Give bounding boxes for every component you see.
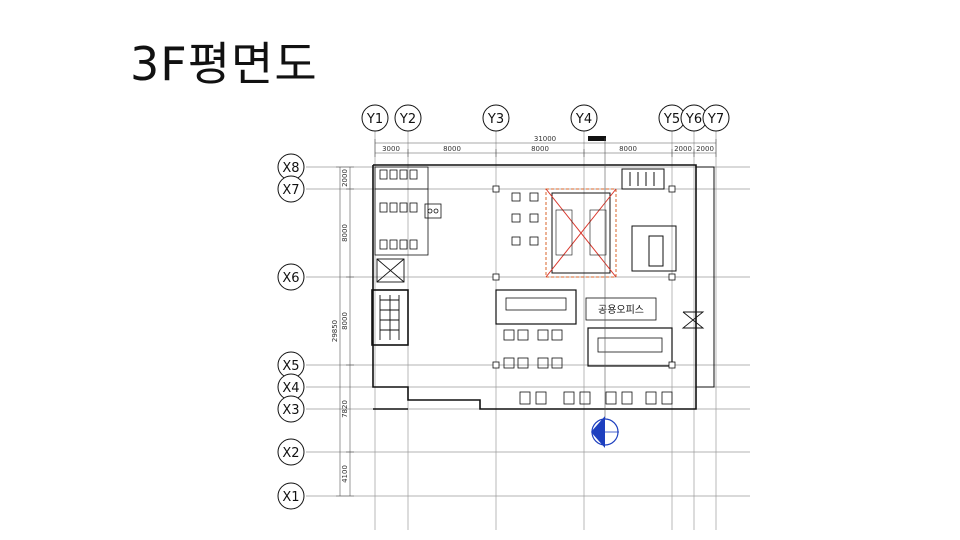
grid-bubble-y7 — [702, 104, 730, 132]
section-marker — [588, 136, 606, 141]
top-dimension-texts: 31000 3000 8000 8000 8000 2000 2000 — [382, 135, 714, 153]
grid-label-y5: Y5 — [663, 112, 680, 127]
elevator-core — [371, 258, 409, 346]
grid-bubble-y2 — [394, 104, 422, 132]
grid-label-x3: X3 — [282, 403, 299, 418]
grid-label-x5: X5 — [282, 359, 299, 374]
stair-top-right — [621, 168, 665, 190]
span-dimension-6: 2000 — [696, 145, 714, 153]
meeting-room-right — [631, 225, 677, 272]
span-dimension-3: 8000 — [531, 145, 549, 153]
grid-bubble-y4 — [570, 104, 598, 132]
span-dimension-5: 2000 — [674, 145, 692, 153]
span-dimension-4: 8000 — [619, 145, 637, 153]
grid-bubble-x3 — [277, 395, 305, 423]
left-dimension-texts: 29850 2000 8000 8000 7820 4100 — [331, 169, 349, 483]
grid-label-y2: Y2 — [399, 112, 416, 127]
entrance-door — [681, 311, 705, 329]
column-grid-bubbles — [361, 104, 730, 132]
grid-bubble-y3 — [482, 104, 510, 132]
grid-label-y7: Y7 — [707, 112, 724, 127]
grid-label-y4: Y4 — [575, 112, 592, 127]
left-dimension-lines — [336, 166, 354, 497]
grid-label-y1: Y1 — [366, 112, 383, 127]
stair-opening — [545, 188, 617, 278]
column-grid-labels: Y1 Y2 Y3 Y4 Y5 Y6 Y7 — [366, 112, 724, 127]
grid-label-x8: X8 — [282, 161, 299, 176]
span-dimension-1: 3000 — [382, 145, 400, 153]
row-span-dimension-1: 2000 — [341, 169, 349, 187]
row-grid-labels: X8 X7 X6 X5 X4 X3 X2 X1 — [282, 161, 299, 505]
grid-label-y3: Y3 — [487, 112, 504, 127]
furniture-tables — [495, 192, 673, 405]
row-span-dimension-3: 8000 — [341, 312, 349, 330]
grid-label-x6: X6 — [282, 271, 299, 286]
grid-bubble-x1 — [277, 482, 305, 510]
grid-bubble-x2 — [277, 438, 305, 466]
room-label-shared-office: 공용오피스 — [598, 304, 644, 316]
grid-bubble-x6 — [277, 263, 305, 291]
restroom-block — [374, 166, 442, 256]
grid-label-x2: X2 — [282, 446, 299, 461]
span-dimension-2: 8000 — [443, 145, 461, 153]
grid-bubble-y1 — [361, 104, 389, 132]
row-span-dimension-2: 8000 — [341, 224, 349, 242]
row-span-dimension-4: 7820 — [341, 400, 349, 418]
overall-width-dimension: 31000 — [534, 135, 556, 143]
room-label-box — [585, 297, 657, 321]
top-dimension-lines — [374, 139, 717, 157]
page-title: 3F평면도 — [130, 37, 318, 91]
exterior-walls — [372, 164, 697, 410]
curtain-wall-right — [695, 166, 715, 388]
grid-label-x4: X4 — [282, 381, 299, 396]
grid-label-y6: Y6 — [685, 112, 702, 127]
row-span-dimension-5: 4100 — [341, 465, 349, 483]
grid-bubble-x7 — [277, 175, 305, 203]
row-grid-bubbles — [277, 153, 305, 510]
elevation-marker-icon — [591, 416, 619, 448]
grid-label-x1: X1 — [282, 490, 299, 505]
grid-label-x7: X7 — [282, 183, 299, 198]
overall-height-dimension: 29850 — [331, 320, 339, 342]
structural-columns — [492, 185, 676, 369]
